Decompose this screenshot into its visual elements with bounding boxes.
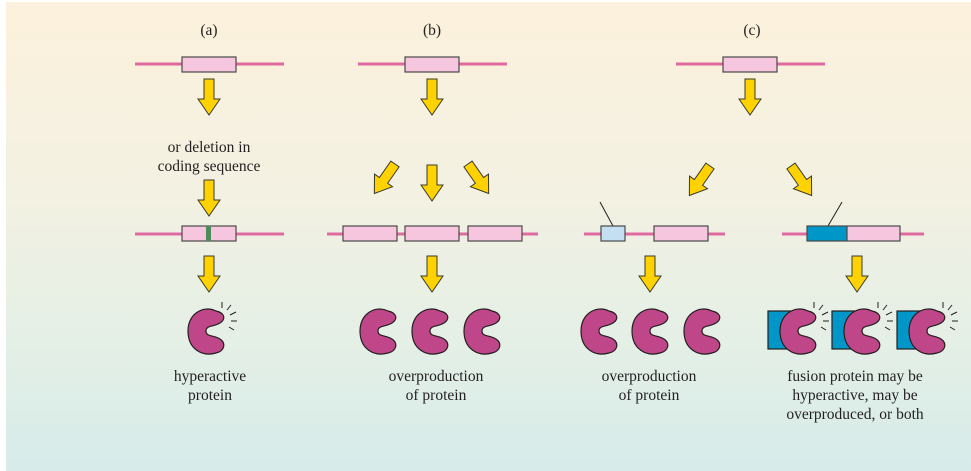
gene-box — [181, 56, 237, 73]
arrow-down-icon — [420, 164, 444, 202]
hyperactive-protein-icon — [187, 301, 238, 355]
arrow-down-left-icon — [364, 157, 405, 201]
gene-translocated-c-left — [584, 201, 725, 242]
gene-copy-2 — [404, 225, 460, 242]
gene-box — [653, 225, 709, 242]
proto-oncogene-activation-diagram: (a) or deletion in coding sequence hyper… — [135, 22, 959, 423]
fusion-protein-icon — [767, 301, 830, 355]
outcome-text-line-1: overproduction — [389, 368, 484, 385]
outcome-text-line-1: hyperactive — [174, 368, 246, 385]
fusion-protein-icon — [896, 301, 959, 355]
outcome-text-line-2: of protein — [406, 387, 467, 404]
protein-icon — [463, 308, 501, 355]
protein-icon — [631, 308, 669, 355]
fusion-protein-icon — [831, 301, 894, 355]
fusion-partner-box — [806, 225, 848, 242]
mutation-text-line-1: or deletion in — [168, 139, 251, 156]
protein-icon — [359, 308, 397, 355]
gene-mutated-a — [135, 225, 284, 242]
panel-b-label: (b) — [423, 22, 441, 39]
gene-box — [722, 56, 778, 73]
panel-a-label: (a) — [200, 22, 217, 39]
protein-icon — [683, 308, 721, 355]
panel-b: (b) overproduction of protein — [327, 22, 538, 404]
outcome-text-line-2: protein — [188, 387, 232, 404]
arrow-down-right-icon — [781, 159, 822, 203]
panel-a: (a) or deletion in coding sequence hyper… — [135, 22, 284, 404]
outcome-right-text-line-2: hyperactive, may be — [792, 387, 917, 404]
panel-c-label: (c) — [743, 22, 760, 39]
gene-normal-c — [676, 56, 825, 73]
arrow-down-icon — [638, 255, 662, 293]
leader-line — [599, 201, 614, 227]
arrow-down-icon — [738, 78, 762, 116]
gene-box — [404, 56, 460, 73]
arrow-down-icon — [420, 255, 444, 293]
arrow-down-icon — [197, 179, 221, 217]
arrow-down-right-icon — [458, 157, 499, 201]
arrow-down-icon — [197, 255, 221, 293]
gene-fusion-c-right — [782, 201, 924, 242]
gene-amplified-b — [327, 225, 538, 242]
outcome-left-text-line-2: of protein — [619, 387, 680, 404]
panel-c: (c) overproduction of protein — [580, 22, 959, 423]
gene-copy-3 — [467, 225, 523, 242]
mutation-text-line-2: coding sequence — [158, 158, 261, 175]
arrow-down-icon — [197, 78, 221, 116]
gene-normal-a — [135, 56, 284, 73]
protein-icon — [580, 308, 618, 355]
leader-line — [827, 201, 843, 227]
outcome-right-text-line-3: overproduced, or both — [786, 406, 924, 423]
gene-copy-1 — [342, 225, 398, 242]
outcome-right-text-line-1: fusion protein may be — [787, 368, 923, 385]
protein-icon — [411, 308, 449, 355]
gene-box — [846, 225, 901, 242]
arrow-down-icon — [845, 255, 869, 293]
regulatory-region-box — [600, 225, 626, 242]
gene-normal-b — [358, 56, 507, 73]
arrow-down-left-icon — [679, 159, 720, 203]
outcome-left-text-line-1: overproduction — [602, 368, 697, 385]
arrow-down-icon — [420, 78, 444, 116]
point-mutation-mark — [206, 226, 211, 241]
figure-panel: (a) or deletion in coding sequence hyper… — [6, 2, 971, 471]
